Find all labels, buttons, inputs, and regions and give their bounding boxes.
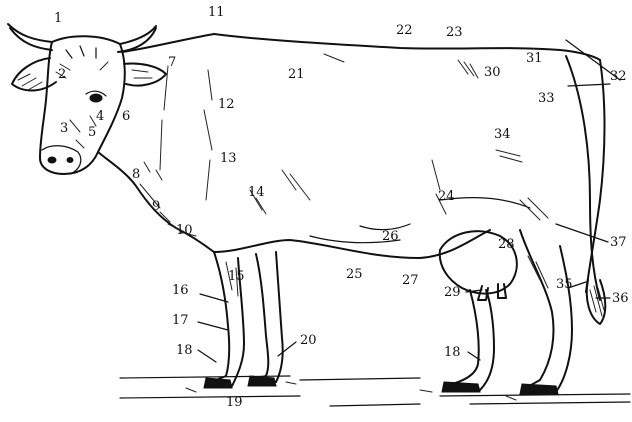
label-2: 2 — [58, 68, 66, 81]
label-25: 25 — [346, 268, 363, 281]
hind-leg-near — [520, 230, 572, 392]
label-26: 26 — [382, 230, 399, 243]
label-15: 15 — [228, 270, 245, 283]
hind-leg-far — [444, 290, 494, 390]
label-16: 16 — [172, 284, 189, 297]
label-34: 34 — [494, 128, 511, 141]
label-33: 33 — [538, 92, 555, 105]
neck-back — [122, 34, 214, 52]
label-3: 3 — [60, 122, 68, 135]
label-14: 14 — [248, 186, 265, 199]
label-5: 5 — [88, 126, 96, 139]
right-ear — [124, 63, 166, 85]
label-31: 31 — [526, 52, 543, 65]
label-23: 23 — [446, 26, 463, 39]
label-27: 27 — [402, 274, 419, 287]
label-11: 11 — [208, 6, 225, 19]
label-8: 8 — [132, 168, 140, 181]
label-17: 17 — [172, 314, 189, 327]
label-28: 28 — [498, 238, 515, 251]
label-7: 7 — [168, 56, 176, 69]
label-24: 24 — [438, 190, 455, 203]
label-9: 9 — [152, 200, 160, 213]
label-18-front: 18 — [176, 344, 193, 357]
head-outline — [40, 36, 125, 174]
label-32: 32 — [610, 70, 627, 83]
label-29: 29 — [444, 286, 461, 299]
label-37: 37 — [610, 236, 627, 249]
label-10: 10 — [176, 224, 193, 237]
label-18-hind: 18 — [444, 346, 461, 359]
label-6: 6 — [122, 110, 130, 123]
label-12: 12 — [218, 98, 235, 111]
eye — [90, 94, 102, 102]
label-21: 21 — [288, 68, 305, 81]
label-13: 13 — [220, 152, 237, 165]
label-20: 20 — [300, 334, 317, 347]
label-22: 22 — [396, 24, 413, 37]
label-30: 30 — [484, 66, 501, 79]
tail — [566, 56, 600, 300]
label-1: 1 — [54, 12, 62, 25]
right-horn — [120, 26, 156, 44]
label-35: 35 — [556, 278, 573, 291]
label-19: 19 — [226, 396, 243, 409]
label-36: 36 — [612, 292, 629, 305]
label-4: 4 — [96, 110, 104, 123]
front-leg-far — [250, 252, 283, 382]
